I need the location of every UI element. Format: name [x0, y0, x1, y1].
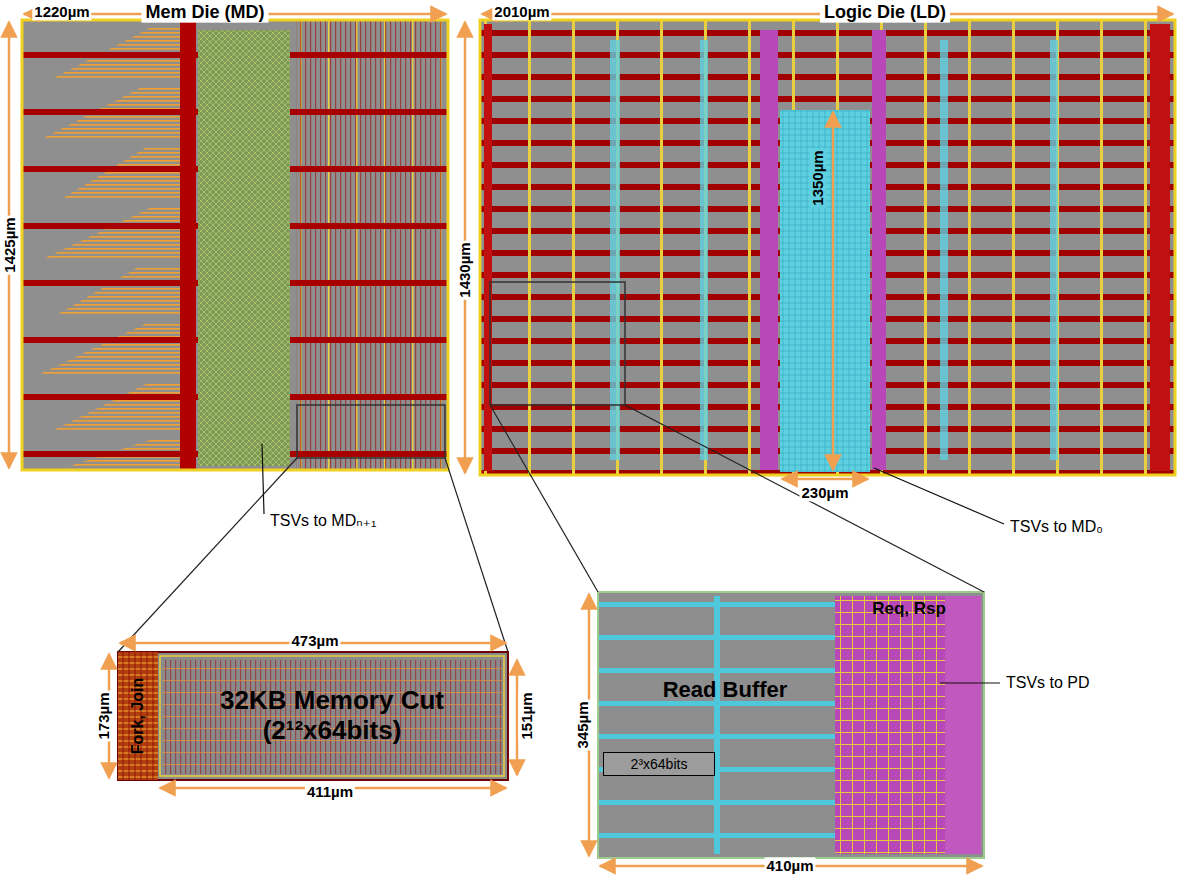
zoom-region — [490, 282, 625, 405]
leader-line — [874, 468, 1004, 524]
read-buffer-zoom — [598, 592, 984, 858]
cyan-bars — [598, 592, 835, 858]
yellow-lines — [480, 20, 1175, 475]
block-label: Req, Rsp — [872, 599, 946, 619]
die-ground — [480, 20, 1175, 475]
zoom-region — [297, 405, 445, 458]
red-column — [180, 20, 196, 470]
fork-join-logic — [118, 652, 158, 780]
magenta-band — [760, 30, 778, 470]
dimension-label: 1425µm — [1, 215, 18, 274]
zoom-line — [490, 405, 598, 592]
red-bars — [480, 20, 1175, 475]
magenta-band — [872, 30, 886, 470]
bitline-wires — [162, 660, 502, 774]
zoom-panel — [598, 592, 984, 858]
callout-label: TSVs to MD₀ — [1008, 518, 1105, 536]
dimension-label: 151µm — [518, 690, 535, 741]
zoom-panel — [118, 652, 508, 780]
die-border — [480, 20, 1175, 475]
die-title: Logic Die (LD) — [820, 2, 950, 23]
dimension-label: 230µm — [799, 484, 850, 501]
zoom-line — [445, 458, 508, 652]
red-band — [484, 24, 492, 471]
block-label: 32KB Memory Cut (2¹²x64bits) — [187, 686, 477, 746]
red-bars — [22, 20, 448, 470]
panel-edge — [598, 592, 984, 858]
req-rsp-block: Req, Rsp — [838, 596, 980, 622]
die-border — [22, 20, 448, 470]
read-buffer-panel: Read Buffer Req, Rsp 2³x64bits — [598, 592, 984, 858]
callout-label: TSVs to MDₙ₊₁ — [268, 512, 378, 530]
leader-line — [262, 444, 264, 514]
dimension-label: 473µm — [289, 632, 340, 649]
dimension-label: 1350µm — [809, 148, 826, 207]
block-label: Read Buffer — [663, 677, 788, 702]
dimension-arrows — [9, 14, 1173, 866]
cyan-stripe — [714, 596, 720, 854]
leader-line — [940, 682, 1000, 683]
tsv-array — [780, 110, 870, 472]
memory-cut-zoom — [118, 652, 508, 780]
tsv-array — [198, 30, 290, 466]
logic-die: Logic Die (LD) — [480, 20, 1175, 475]
request-response-logic — [835, 596, 945, 854]
dimension-label: 1430µm — [456, 240, 473, 299]
memory-cut-block: 32KB Memory Cut (2¹²x64bits) — [160, 656, 504, 776]
logic-die-layout — [480, 20, 1175, 475]
wordline-wires — [162, 660, 502, 774]
dimension-label: 345µm — [574, 699, 591, 750]
die-ground — [22, 20, 448, 470]
cut-border — [160, 656, 504, 776]
dimension-label: 410µm — [764, 857, 815, 874]
die-title: Mem Die (MD) — [141, 2, 268, 23]
zoom-line — [625, 405, 984, 592]
cyan-stripe — [1050, 40, 1058, 460]
cyan-stripe — [610, 40, 620, 460]
cyan-stripe — [700, 40, 708, 460]
dimension-label: 1220µm — [32, 3, 91, 20]
red-band — [1150, 24, 1170, 471]
dimension-label: 173µm — [95, 690, 112, 741]
dimension-arrow — [832, 112, 835, 470]
block-label: 2³x64bits — [631, 756, 688, 772]
zoom-line — [118, 458, 297, 652]
callout-label: TSVs to PD — [1004, 674, 1092, 692]
dimension-label: 2010µm — [492, 3, 551, 20]
magenta-band — [945, 596, 981, 854]
memory-die: Mem Die (MD) — [22, 20, 448, 470]
dimension-arrow — [782, 478, 868, 481]
mem-die-layout — [22, 20, 448, 470]
dimension-label: 411µm — [305, 783, 355, 800]
block-label: Fork, Join — [129, 678, 147, 754]
cyan-stripe — [940, 40, 948, 460]
fork-join-block: Fork, Join — [118, 652, 158, 780]
data-buffer-box: 2³x64bits — [603, 752, 715, 776]
